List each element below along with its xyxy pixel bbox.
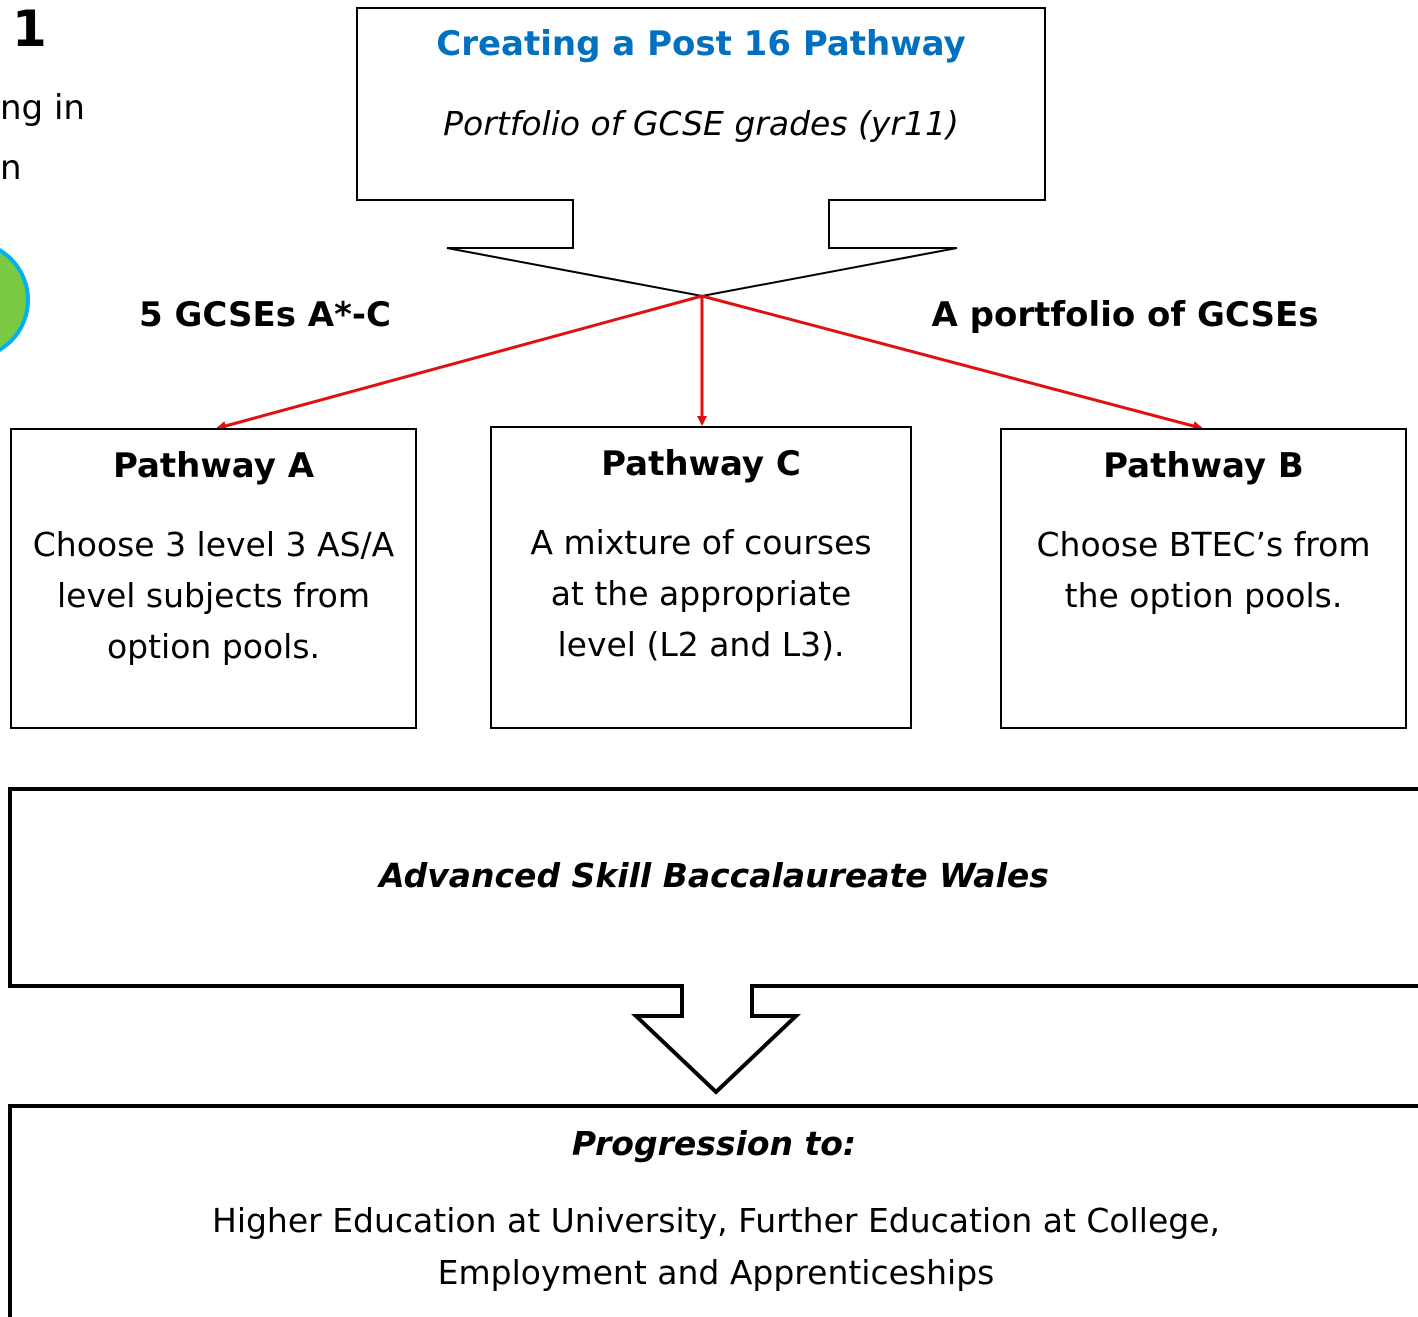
baccalaureate-band-outline	[8, 787, 1418, 1095]
pathway-a-box	[10, 428, 417, 729]
green-circle-fragment	[0, 248, 30, 352]
pathway-b-title: Pathway B	[1103, 446, 1304, 486]
cropped-text-line-2: n	[0, 148, 22, 188]
cropped-text-line-1: ng in	[0, 88, 85, 128]
progression-description: Higher Education at University, Further …	[212, 1201, 1220, 1292]
pathway-b-description: Choose BTEC’s from the option pools.	[1036, 525, 1371, 615]
pathway-c-title: Pathway C	[601, 444, 801, 484]
pathway-b-box	[1000, 428, 1407, 729]
top-box-outline	[356, 7, 1046, 298]
baccalaureate-label: Advanced Skill Baccalaureate Wales	[379, 856, 1049, 895]
arrow-to-pathway-b	[701, 294, 1203, 431]
progression-box-outline	[8, 1104, 1418, 1317]
top-box-title: Creating a Post 16 Pathway	[436, 24, 966, 64]
branch-label-left: 5 GCSEs A*-C	[139, 295, 391, 335]
progression-title: Progression to:	[571, 1124, 857, 1163]
pathway-a-title: Pathway A	[112, 446, 315, 486]
pathway-a-description: Choose 3 level 3 AS/A level subjects fro…	[32, 525, 395, 666]
cropped-number: 1	[12, 0, 47, 58]
pathway-c-box	[490, 426, 912, 729]
pathway-c-description: A mixture of courses at the appropriate …	[530, 523, 872, 664]
top-box-subtitle: Portfolio of GCSE grades (yr11)	[443, 104, 959, 143]
arrow-to-pathway-a	[216, 294, 703, 431]
branch-label-right: A portfolio of GCSEs	[931, 295, 1319, 335]
